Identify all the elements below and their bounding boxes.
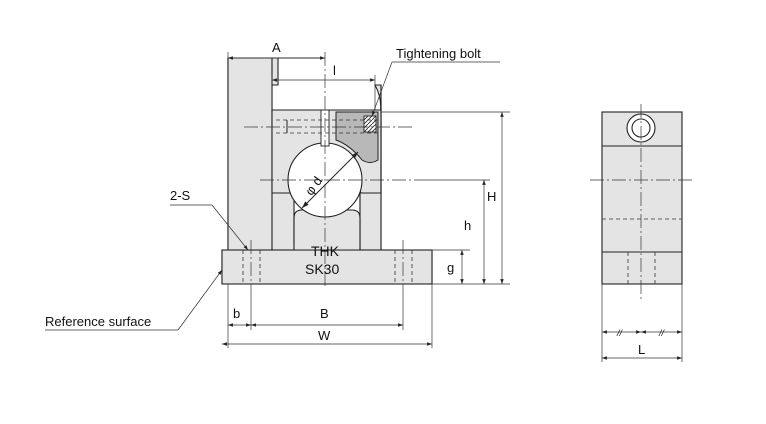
dim-h: h bbox=[464, 218, 471, 233]
front-view: φ d THK SK30 bbox=[221, 52, 433, 292]
equal-mark-left: // bbox=[616, 328, 624, 338]
side-view: // // L bbox=[590, 104, 694, 362]
dim-2S: 2-S bbox=[170, 188, 191, 203]
dim-l: l bbox=[333, 63, 336, 78]
marking-line-2: SK30 bbox=[305, 261, 339, 277]
dim-A: A bbox=[272, 40, 281, 55]
dim-L: L bbox=[638, 342, 645, 357]
marking-line-1: THK bbox=[311, 243, 340, 259]
bolt-head bbox=[363, 115, 377, 133]
tightening-bolt-label: Tightening bolt bbox=[396, 46, 481, 61]
equal-mark-right: // bbox=[658, 328, 666, 338]
front-dimensions: A l Tightening bolt 2-S Reference surfac… bbox=[45, 40, 510, 348]
dim-B: B bbox=[320, 306, 329, 321]
dim-b: b bbox=[233, 306, 240, 321]
center-web bbox=[293, 209, 361, 251]
left-tower bbox=[227, 57, 273, 251]
base bbox=[221, 249, 433, 285]
reference-surface-label: Reference surface bbox=[45, 314, 151, 329]
dim-H: H bbox=[487, 189, 496, 204]
dim-W: W bbox=[318, 328, 331, 343]
dim-g: g bbox=[447, 260, 454, 275]
